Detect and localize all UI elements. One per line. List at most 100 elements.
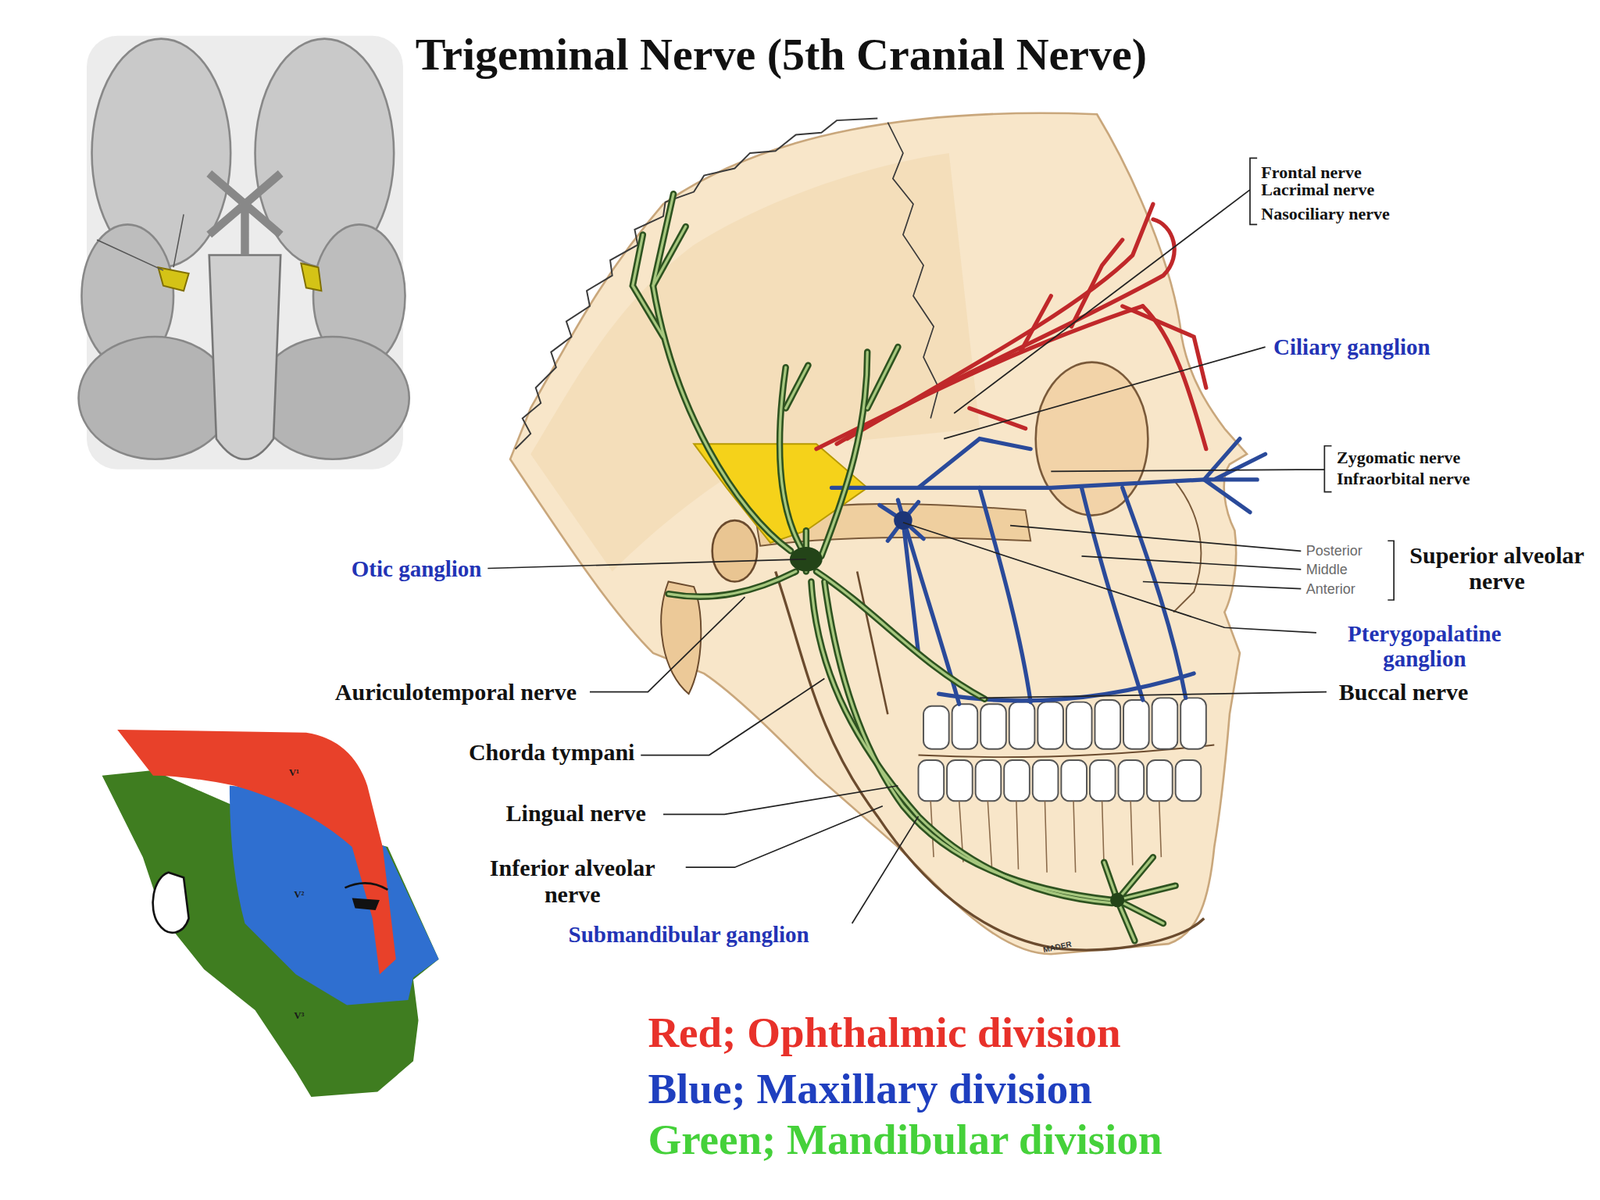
skull-illustration (510, 113, 1247, 954)
teeth (1037, 702, 1064, 750)
teeth (1118, 760, 1145, 801)
leader-lines (1250, 157, 1258, 225)
leader-lines (487, 559, 807, 569)
pterygopalatine-ganglion (893, 510, 913, 530)
mandibular-nerves-inner (821, 352, 868, 557)
part-label: Buccal nerve (1339, 678, 1469, 706)
mandibular-nerves (653, 193, 791, 551)
maxillary-nerves (831, 479, 1204, 488)
teeth (1152, 697, 1179, 749)
leader-lines (1387, 540, 1394, 600)
part-label: Anterior (1306, 581, 1356, 597)
mandibular-nerves (653, 226, 686, 286)
dermatome-map (117, 729, 397, 975)
skull-illustration (712, 520, 758, 582)
part-label: Auriculotemporal nerve (335, 678, 577, 706)
part-label: Superior alveolar nerve (1385, 542, 1600, 595)
teeth (1009, 702, 1036, 750)
part-label: V¹ (289, 766, 300, 779)
skull-illustration (775, 571, 1205, 950)
mandibular-nerves-inner (867, 346, 898, 408)
leader-lines (903, 522, 1317, 633)
part-label: Ciliary ganglion (1273, 334, 1431, 360)
part-label: Frontal nerve (1260, 162, 1362, 183)
ophthalmic-nerves (836, 219, 1175, 444)
brain-inset (300, 263, 322, 291)
mandibular-nerves-inner (810, 581, 1112, 903)
skull-illustration (1173, 479, 1201, 613)
teeth (1146, 760, 1173, 801)
teeth (952, 703, 979, 749)
brain-inset (256, 336, 410, 460)
part-label: Pterygopalatine ganglion (1313, 620, 1536, 672)
legend-swatch: Blue; Maxillary division (647, 1064, 1092, 1114)
part-label: Zygomatic nerve (1336, 448, 1461, 468)
mandibular-nerves (816, 571, 986, 699)
diagram-title: Trigeminal Nerve (5th Cranial Nerve) (0, 29, 1563, 81)
legend-text: Blue; Maxillary division (647, 1064, 1092, 1113)
part-label: Middle (1306, 561, 1348, 578)
maxillary-nerves (1122, 487, 1186, 698)
dermatome-map (102, 729, 440, 1097)
legend-text: Green; Mandibular division (647, 1115, 1162, 1164)
teeth (930, 800, 1161, 872)
mandibular-nerves-inner (632, 234, 664, 337)
leader-lines (953, 189, 1250, 414)
skull-illustration (510, 113, 1247, 954)
skull-illustration (530, 153, 980, 572)
part-label: Otic ganglion (351, 555, 483, 581)
mandibular-nerves-inner (653, 226, 686, 286)
leader-lines (943, 346, 1265, 440)
teeth (918, 760, 945, 801)
leader-lines (640, 678, 825, 756)
mandibular-nerves (785, 365, 809, 409)
brain-inset (209, 255, 281, 460)
mandibular-nerves (867, 346, 898, 408)
ophthalmic-nerves (846, 203, 1154, 439)
leader-lines (589, 596, 746, 692)
mandibular-nerves-inner (632, 193, 1176, 941)
maxillary-nerves (831, 439, 1265, 705)
teeth (975, 760, 1002, 801)
mandibular-nerves (810, 581, 1112, 903)
leader-lines (979, 692, 1327, 699)
part-label: Nasociliary nerve (1260, 204, 1390, 225)
mandibular-nerves-inner (1103, 857, 1175, 941)
mandibular-nerves-inner (816, 571, 986, 699)
mandibular-nerves-inner (785, 365, 809, 409)
mandibular-nerves (821, 352, 868, 557)
part-label: V² (293, 889, 304, 901)
mandibular-nerves (1103, 857, 1175, 941)
ophthalmic-nerves (1142, 306, 1207, 450)
brain-inset (96, 214, 184, 271)
teeth (946, 760, 973, 801)
ophthalmic-nerves (1071, 239, 1122, 327)
mandibular-nerves (824, 581, 1112, 900)
part-label: Lingual nerve (506, 800, 647, 827)
teeth (1003, 760, 1030, 801)
mandibular-nerves (668, 571, 797, 597)
skull-illustration (887, 122, 939, 419)
mental-ganglion (1110, 892, 1125, 908)
part-label: Chorda tympani (468, 739, 636, 766)
maxillary-nerves (1203, 439, 1265, 513)
mandibular-nerves (632, 234, 664, 337)
legend-swatch: Green; Mandibular division (647, 1115, 1162, 1165)
leader-lines (1050, 446, 1332, 493)
teeth (1094, 700, 1121, 750)
brain-inset (209, 173, 281, 255)
dermatome-map (153, 872, 190, 933)
leader-lines (685, 806, 883, 868)
leader-lines (663, 785, 898, 815)
teeth (1089, 760, 1116, 801)
mandibular-nerves-inner (668, 571, 797, 597)
maxillary-nerves (879, 502, 924, 542)
teeth (980, 703, 1007, 749)
teeth (1060, 760, 1087, 801)
mandibular-nerves-inner (653, 193, 791, 551)
maxillary-nerves (903, 520, 919, 654)
maxillary-nerves (918, 439, 1032, 489)
part-label: Inferior alveolar nerve (460, 855, 684, 908)
brain-inset (157, 267, 189, 291)
